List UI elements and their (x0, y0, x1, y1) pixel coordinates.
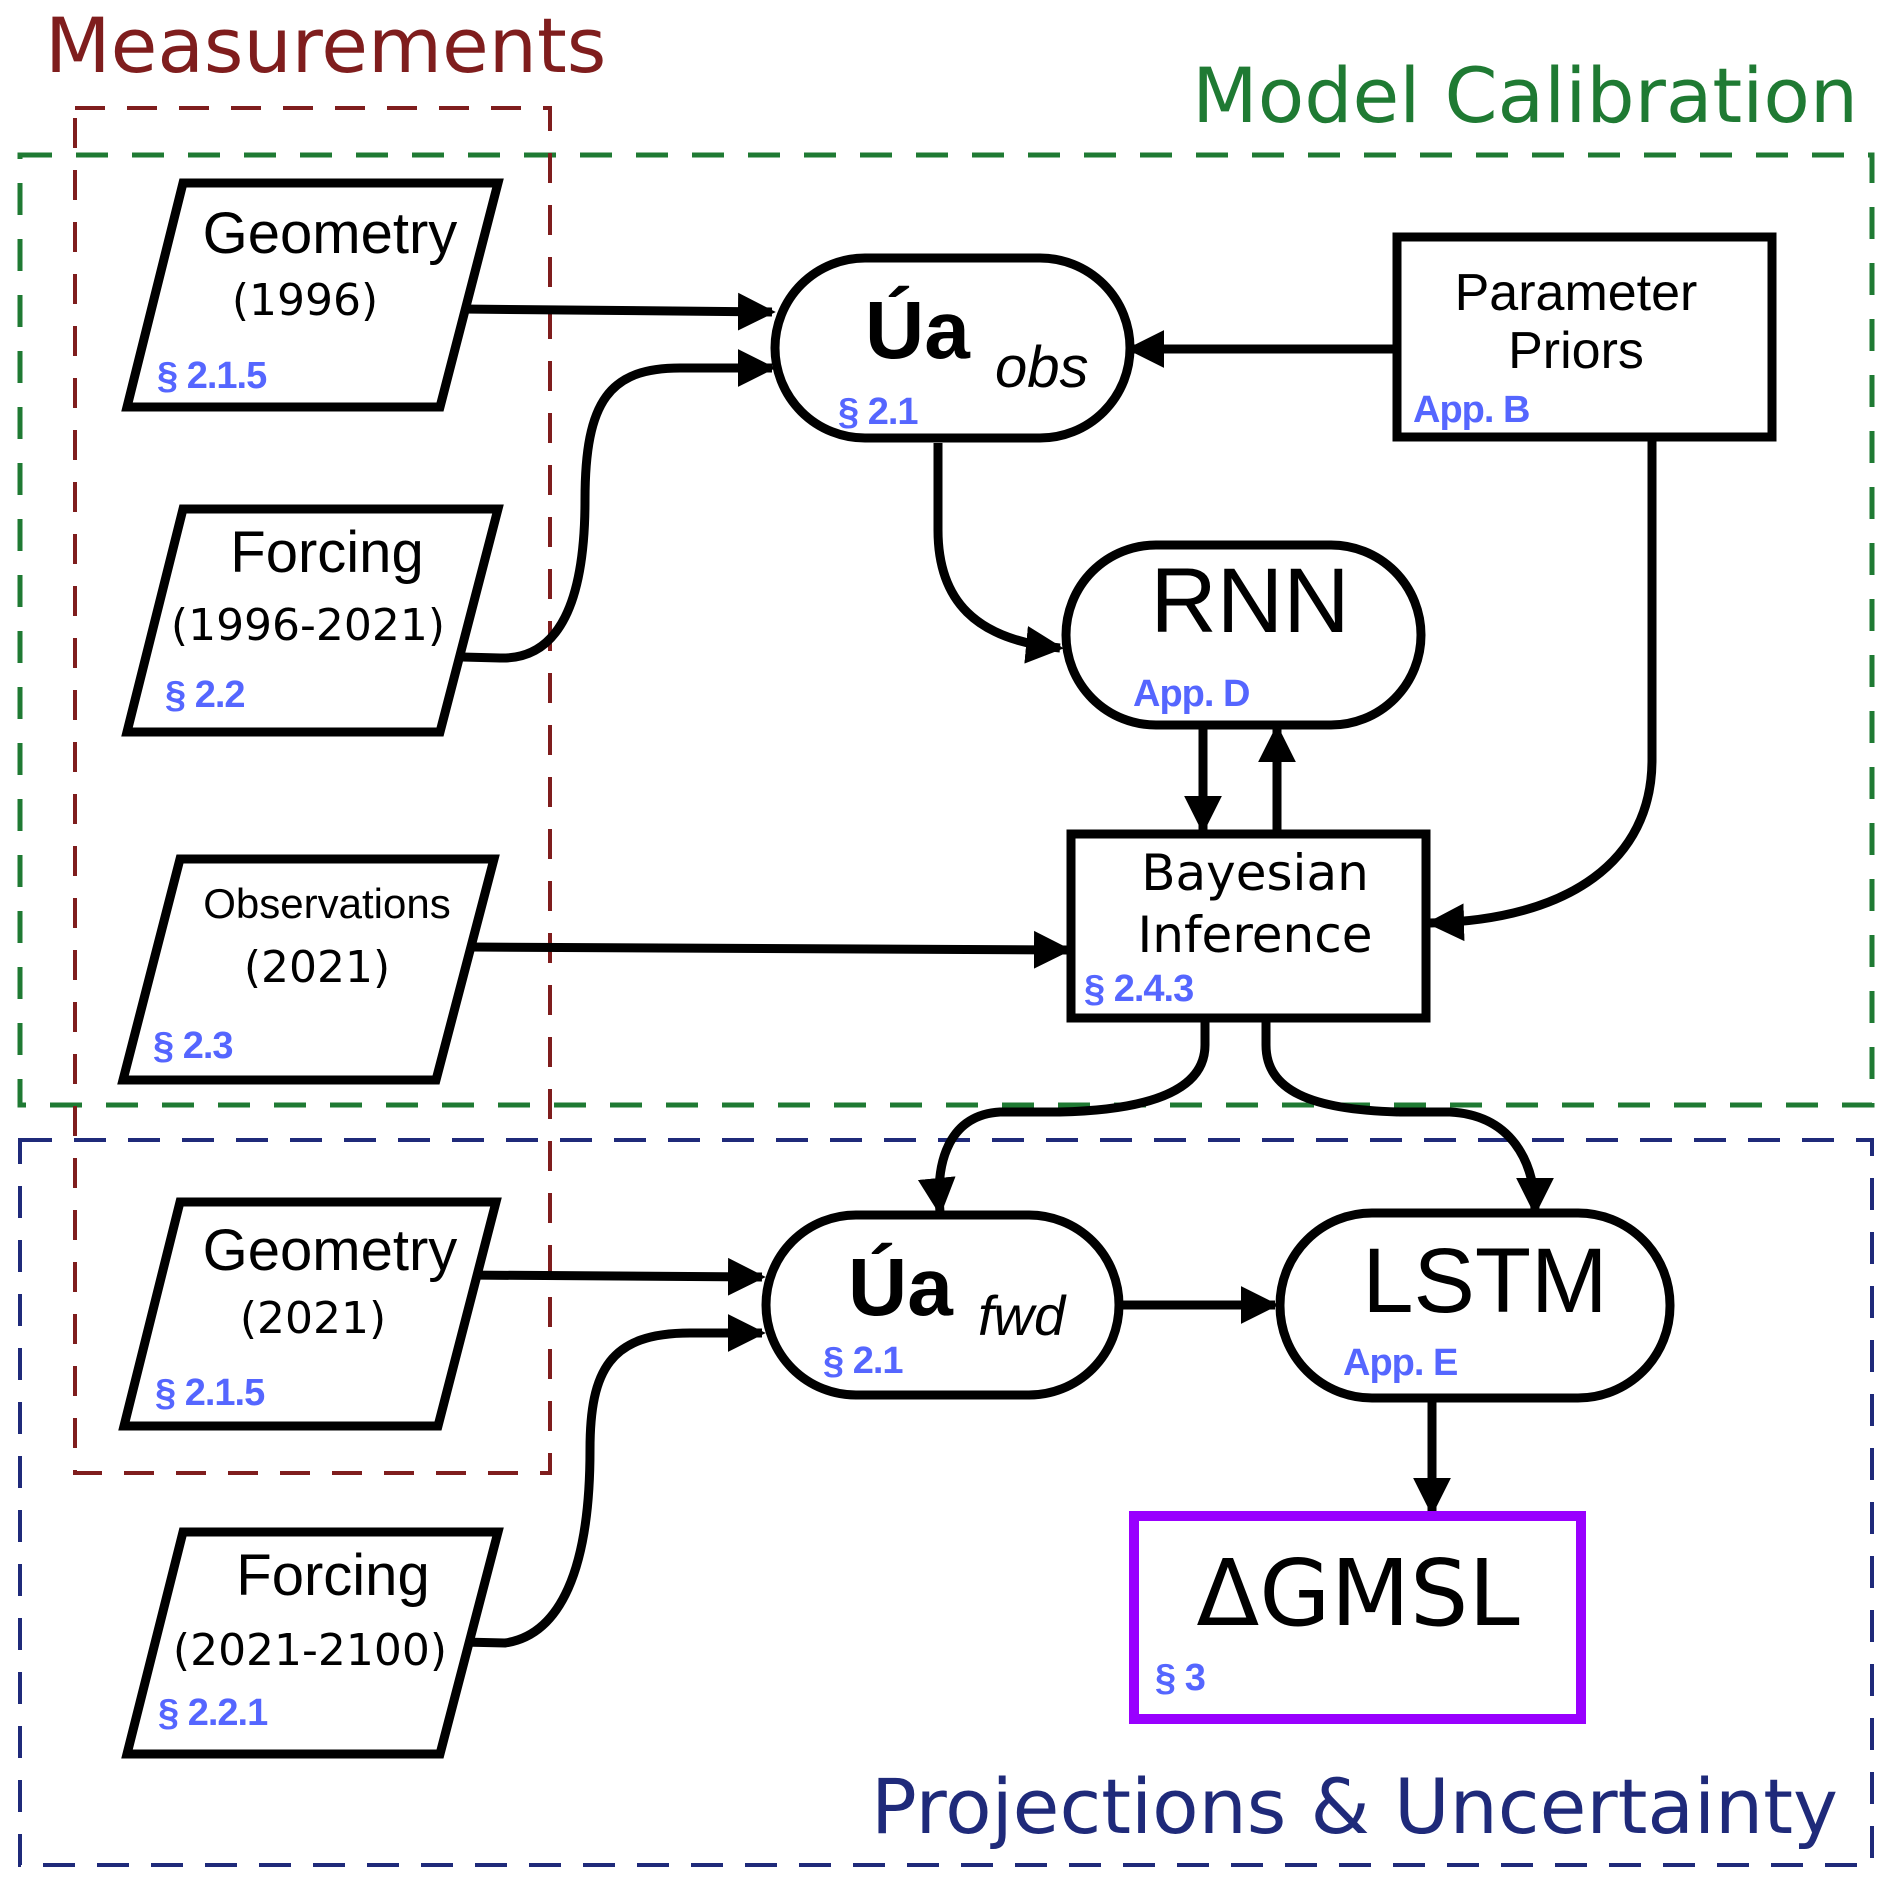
projections-group-box (18, 1138, 1874, 1867)
input-subtitle: (2021) (240, 1293, 386, 1344)
section-ref: § 2.1 (838, 391, 918, 433)
input-forcing-2021[interactable]: Forcing (2021-2100) § 2.2.1 (121, 1527, 504, 1759)
section-ref: § 2.2 (165, 674, 245, 716)
section-ref: App. D (1133, 673, 1249, 715)
section-ref: § 2.3 (153, 1025, 233, 1067)
node-title: Úa (848, 1242, 954, 1333)
edge-forcing2021-to-uafwd (461, 1314, 766, 1648)
input-title: Forcing (236, 1543, 429, 1608)
node-title: ΔGMSL (1196, 1540, 1519, 1647)
section-ref: § 2.1.5 (155, 1372, 265, 1414)
edge-bayes-to-uafwd (917, 1022, 1210, 1216)
input-title: Geometry (203, 201, 458, 266)
input-subtitle: (1996-2021) (171, 600, 445, 651)
node-delta-gmsl[interactable]: ΔGMSL § 3 (1129, 1511, 1586, 1724)
input-title: Observations (203, 880, 450, 927)
measurements-title: Measurements (45, 1, 606, 90)
section-ref: App. E (1343, 1342, 1457, 1384)
edge-forcing1996-to-uaobs (461, 349, 776, 663)
section-ref: § 2.2.1 (158, 1692, 268, 1734)
projections-title: Projections & Uncertainty (871, 1762, 1838, 1851)
node-ua-fwd[interactable]: Úa fwd § 2.1 (761, 1210, 1124, 1400)
node-parameter-priors[interactable]: Parameter Priors App. B (1392, 232, 1777, 442)
node-bayesian-inference[interactable]: Bayesian Inference § 2.4.3 (1066, 829, 1431, 1023)
section-ref: § 3 (1155, 1657, 1205, 1699)
edge-geometry2021-to-uafwd (461, 1257, 766, 1296)
input-observations-2021[interactable]: Observations (2021) § 2.3 (117, 854, 500, 1085)
section-ref: App. B (1413, 389, 1529, 431)
input-subtitle: (1996) (232, 275, 378, 326)
input-subtitle: (2021) (244, 942, 390, 993)
node-subscript: obs (995, 335, 1089, 400)
edge-uaobs-to-rnn (933, 443, 1064, 664)
node-lstm[interactable]: LSTM App. E (1275, 1208, 1675, 1403)
input-forcing-1996[interactable]: Forcing (1996-2021) § 2.2 (121, 504, 504, 737)
input-title: Forcing (230, 520, 423, 585)
calibration-title: Model Calibration (1192, 51, 1858, 140)
edge-priors-to-bayes (1426, 440, 1657, 942)
node-title: LSTM (1362, 1230, 1607, 1332)
section-ref: § 2.1.5 (157, 355, 267, 397)
node-title-line1: Bayesian (1141, 844, 1369, 902)
edge-geometry1996-to-uaobs (461, 292, 776, 331)
input-subtitle: (2021-2100) (173, 1625, 447, 1676)
edge-observations-to-bayes (469, 930, 1072, 969)
node-title: RNN (1150, 550, 1349, 652)
node-title: Úa (865, 285, 971, 376)
section-ref: § 2.1 (823, 1340, 903, 1382)
node-rnn[interactable]: RNN App. D (1061, 540, 1426, 730)
calibration-group-box (17, 152, 1875, 1108)
node-title-line2: Inference (1138, 906, 1373, 964)
node-title-line2: Priors (1508, 322, 1644, 380)
section-ref: § 2.4.3 (1084, 968, 1193, 1010)
input-geometry-1996[interactable]: Geometry (1996) § 2.1.5 (121, 178, 504, 412)
measurements-group-box (73, 106, 552, 1475)
node-ua-obs[interactable]: Úa obs § 2.1 (770, 253, 1135, 443)
node-title-line1: Parameter (1455, 264, 1698, 322)
input-title: Geometry (203, 1218, 458, 1283)
input-geometry-2021[interactable]: Geometry (2021) § 2.1.5 (118, 1197, 502, 1431)
node-subscript: fwd (978, 1284, 1067, 1347)
edge-bayes-to-lstm (1261, 1022, 1554, 1216)
